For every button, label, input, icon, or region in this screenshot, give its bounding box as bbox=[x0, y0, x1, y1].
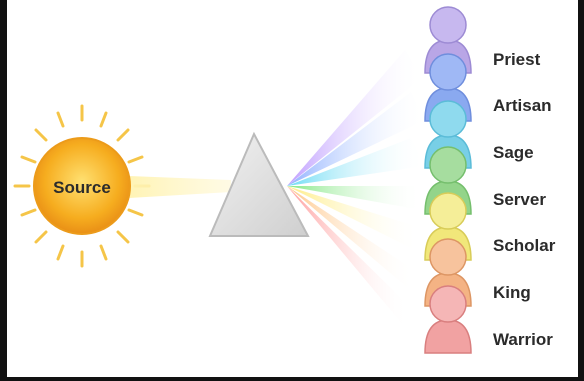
warrior-person-icon bbox=[425, 286, 471, 353]
role-label-scholar: Scholar bbox=[493, 236, 556, 255]
role-label-warrior: Warrior bbox=[493, 330, 553, 349]
role-label-priest: Priest bbox=[493, 50, 541, 69]
role-label-artisan: Artisan bbox=[493, 96, 552, 115]
incoming-light-beam bbox=[129, 176, 231, 198]
source-label: Source bbox=[53, 178, 111, 197]
role-label-sage: Sage bbox=[493, 143, 534, 162]
role-column: Priest Artisan Sage Server bbox=[425, 7, 556, 353]
role-label-server: Server bbox=[493, 190, 546, 209]
rainbow-beams bbox=[287, 50, 425, 332]
prism-diagram: Source Priest Artisan bbox=[7, 0, 584, 381]
role-label-king: King bbox=[493, 283, 531, 302]
